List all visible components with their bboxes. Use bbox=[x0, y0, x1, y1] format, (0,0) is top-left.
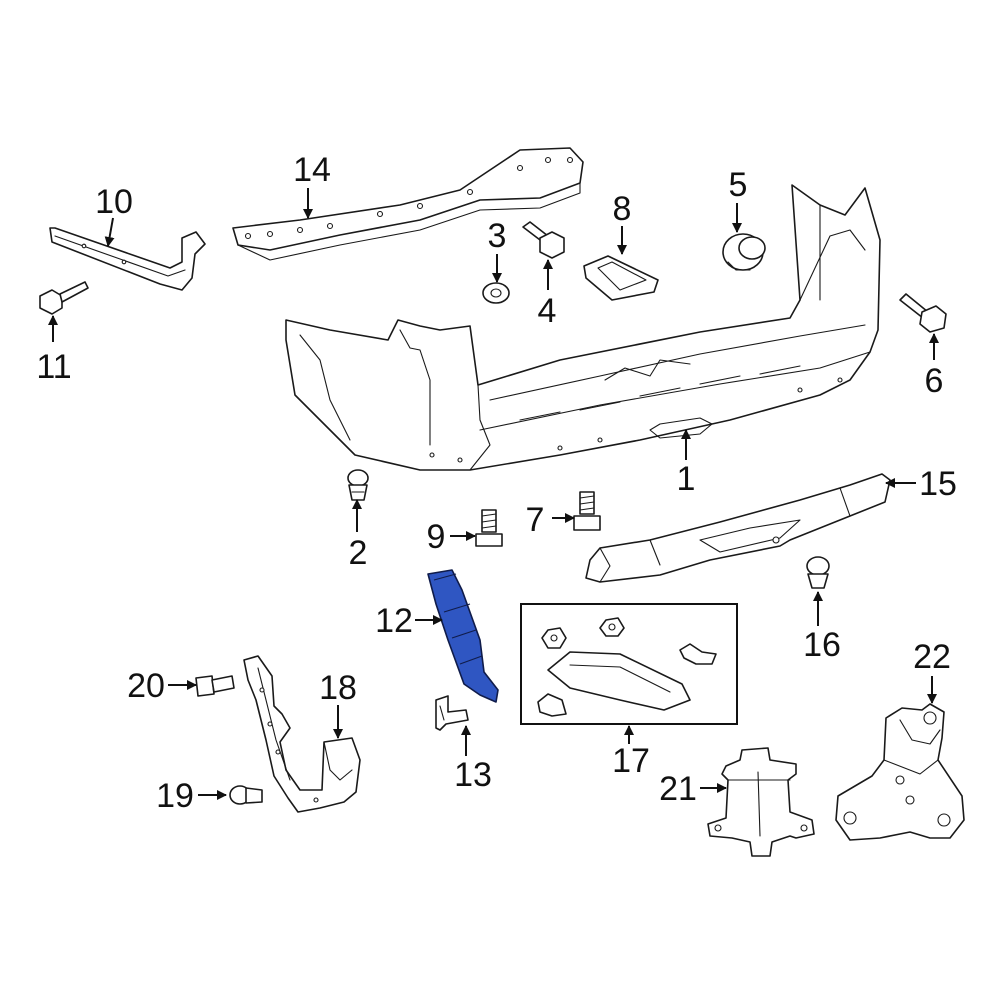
part-9-screw bbox=[475, 509, 503, 547]
part-10-side-bracket bbox=[49, 227, 206, 291]
part-13-bracket-clip bbox=[435, 695, 469, 731]
callout-18: 18 bbox=[319, 669, 357, 707]
callout-6: 6 bbox=[925, 362, 944, 400]
part-20-bolt bbox=[195, 675, 235, 697]
part-14-bumper-reinforcement bbox=[232, 147, 584, 261]
part-11-bolt bbox=[39, 281, 89, 315]
callout-15: 15 bbox=[919, 465, 957, 503]
part-7-screw bbox=[573, 491, 601, 531]
part-12-side-bracket-highlighted bbox=[427, 569, 499, 703]
callout-2: 2 bbox=[349, 534, 368, 572]
callout-19: 19 bbox=[156, 777, 194, 815]
callout-22: 22 bbox=[913, 638, 951, 676]
part-22-mounting-bracket bbox=[835, 703, 965, 841]
part-18-mud-guard bbox=[243, 655, 361, 813]
part-6-bolt bbox=[899, 293, 947, 333]
callout-16: 16 bbox=[803, 626, 841, 664]
part-1-bumper-cover bbox=[285, 184, 881, 471]
callout-21: 21 bbox=[659, 770, 697, 808]
callout-7: 7 bbox=[526, 501, 545, 539]
part-8-bracket bbox=[583, 255, 659, 301]
callout-13: 13 bbox=[454, 756, 492, 794]
callout-12: 12 bbox=[375, 602, 413, 640]
part-2-clip bbox=[347, 469, 369, 501]
part-17-kit-box bbox=[520, 603, 738, 725]
callout-10: 10 bbox=[95, 183, 133, 221]
callout-20: 20 bbox=[127, 667, 165, 705]
part-4-bolt bbox=[522, 221, 565, 259]
callout-3: 3 bbox=[488, 217, 507, 255]
part-3-washer bbox=[482, 282, 510, 304]
callout-14: 14 bbox=[293, 151, 331, 189]
part-15-step-pad bbox=[585, 473, 891, 583]
callout-11: 11 bbox=[36, 348, 71, 386]
part-17-kit-contents bbox=[537, 617, 717, 717]
callout-5: 5 bbox=[729, 166, 748, 204]
part-5-sensor bbox=[722, 233, 766, 271]
callout-8: 8 bbox=[613, 190, 632, 228]
part-19-clip bbox=[229, 785, 263, 805]
leader-arrows bbox=[48, 188, 939, 800]
part-16-clip bbox=[806, 556, 830, 589]
callout-1: 1 bbox=[677, 460, 696, 498]
part-21-module bbox=[707, 747, 815, 857]
callout-9: 9 bbox=[427, 518, 446, 556]
callout-4: 4 bbox=[538, 292, 557, 330]
callout-17: 17 bbox=[612, 742, 650, 780]
